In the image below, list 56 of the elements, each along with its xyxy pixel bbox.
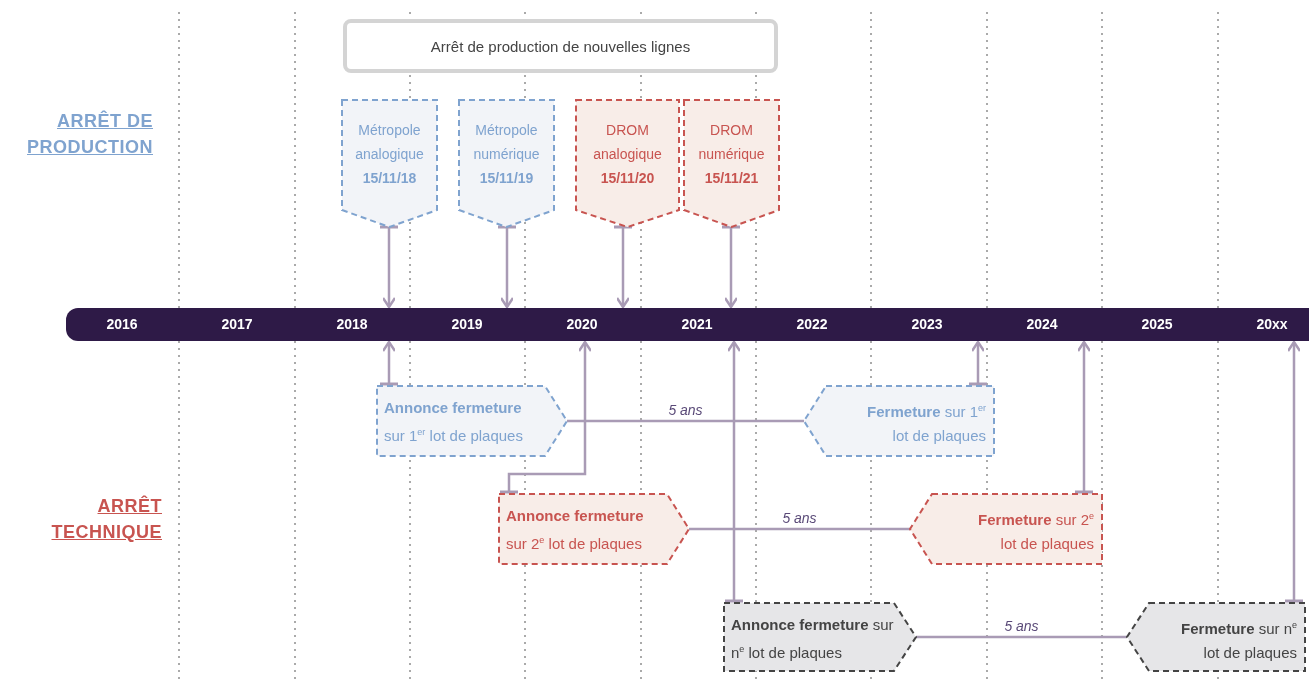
timeline-bar (66, 308, 1309, 341)
announcement-tag (377, 386, 567, 456)
section-heading: ARRÊT DE PRODUCTION (26, 109, 153, 159)
date-tag (459, 100, 554, 227)
year-label: 2025 (1140, 316, 1174, 332)
year-label: 2020 (565, 316, 599, 332)
year-label: 20xx (1255, 316, 1289, 332)
announcement-tag (724, 603, 916, 671)
year-label: 2023 (910, 316, 944, 332)
milestone-text: Annonce fermeture sur 2$^{e}$ lot de plaques (505, 506, 645, 554)
connector-line (689, 527, 910, 531)
date-label: 15/11/19 (478, 169, 535, 188)
banner-text: Arrêt de production de nouvelles lignes (430, 37, 691, 55)
date-tag (684, 100, 779, 227)
closure-tag (804, 386, 994, 456)
arrow (723, 340, 745, 603)
arrow (1283, 340, 1305, 603)
arrow (720, 225, 742, 309)
year-label: 2017 (220, 316, 254, 332)
arrow (378, 340, 400, 386)
arrow (378, 225, 400, 309)
edge-label: 5 ans (1001, 618, 1042, 634)
arrow (967, 340, 989, 386)
year-label: 2016 (105, 316, 139, 332)
milestone-text: Fermeture sur n$^{e}$ lot de plaques (1180, 619, 1298, 663)
arrow (612, 225, 634, 309)
date-tag (342, 100, 437, 227)
banner-box (343, 19, 778, 73)
region-label: Métropole numérique (472, 121, 541, 164)
arrow (498, 340, 593, 494)
year-label: 2024 (1025, 316, 1059, 332)
region-label: DROM analogique (592, 121, 663, 164)
announcement-tag (499, 494, 689, 564)
edge-label: 5 ans (779, 510, 820, 526)
year-label: 2021 (680, 316, 714, 332)
arrow (496, 225, 518, 309)
date-label: 15/11/21 (703, 169, 760, 188)
closure-tag (1127, 603, 1305, 671)
date-label: 15/11/18 (361, 169, 418, 188)
section-heading: ARRÊT TECHNIQUE (50, 494, 162, 544)
milestone-text: Fermeture sur 1$^{er}$ lot de plaques (866, 402, 987, 446)
region-label: DROM numérique (697, 121, 766, 164)
closure-tag (910, 494, 1102, 564)
year-label: 2019 (450, 316, 484, 332)
arrow (1073, 340, 1095, 494)
date-tag (576, 100, 679, 227)
year-label: 2018 (335, 316, 369, 332)
connector-line (567, 419, 804, 423)
connector-line (916, 635, 1127, 639)
milestone-text: Annonce fermeture sur n$^{e}$ lot de plaques (730, 615, 895, 663)
edge-label: 5 ans (665, 402, 706, 418)
year-label: 2022 (795, 316, 829, 332)
milestone-text: Fermeture sur 2$^{e}$ lot de plaques (977, 510, 1095, 554)
milestone-text: Annonce fermeture sur 1$^{er}$ lot de plaques (383, 398, 524, 446)
region-label: Métropole analogique (354, 121, 425, 164)
date-label: 15/11/20 (599, 169, 656, 188)
